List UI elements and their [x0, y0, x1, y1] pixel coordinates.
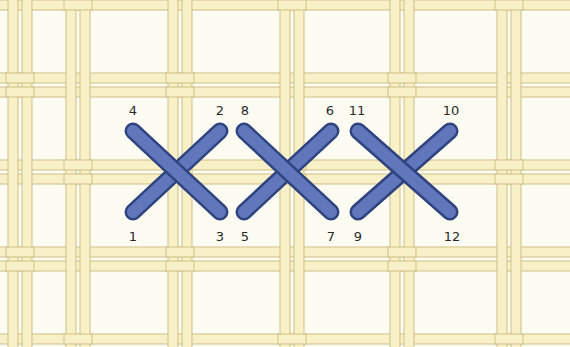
callout-number: 3	[214, 229, 226, 244]
callout-number: 10	[441, 103, 462, 118]
callout-number: 2	[214, 103, 226, 118]
callout-number: 4	[127, 103, 139, 118]
cross-stitches	[133, 131, 450, 212]
callout-number: 1	[127, 229, 139, 244]
callout-number: 8	[239, 103, 251, 118]
callout-number: 9	[352, 229, 364, 244]
callout-number: 11	[347, 103, 368, 118]
callout-number: 12	[442, 229, 463, 244]
callout-number: 6	[324, 103, 336, 118]
callout-number: 7	[325, 229, 337, 244]
callout-number: 5	[239, 229, 251, 244]
woven-overlaps	[6, 0, 523, 344]
vertical-threads	[8, 0, 521, 347]
